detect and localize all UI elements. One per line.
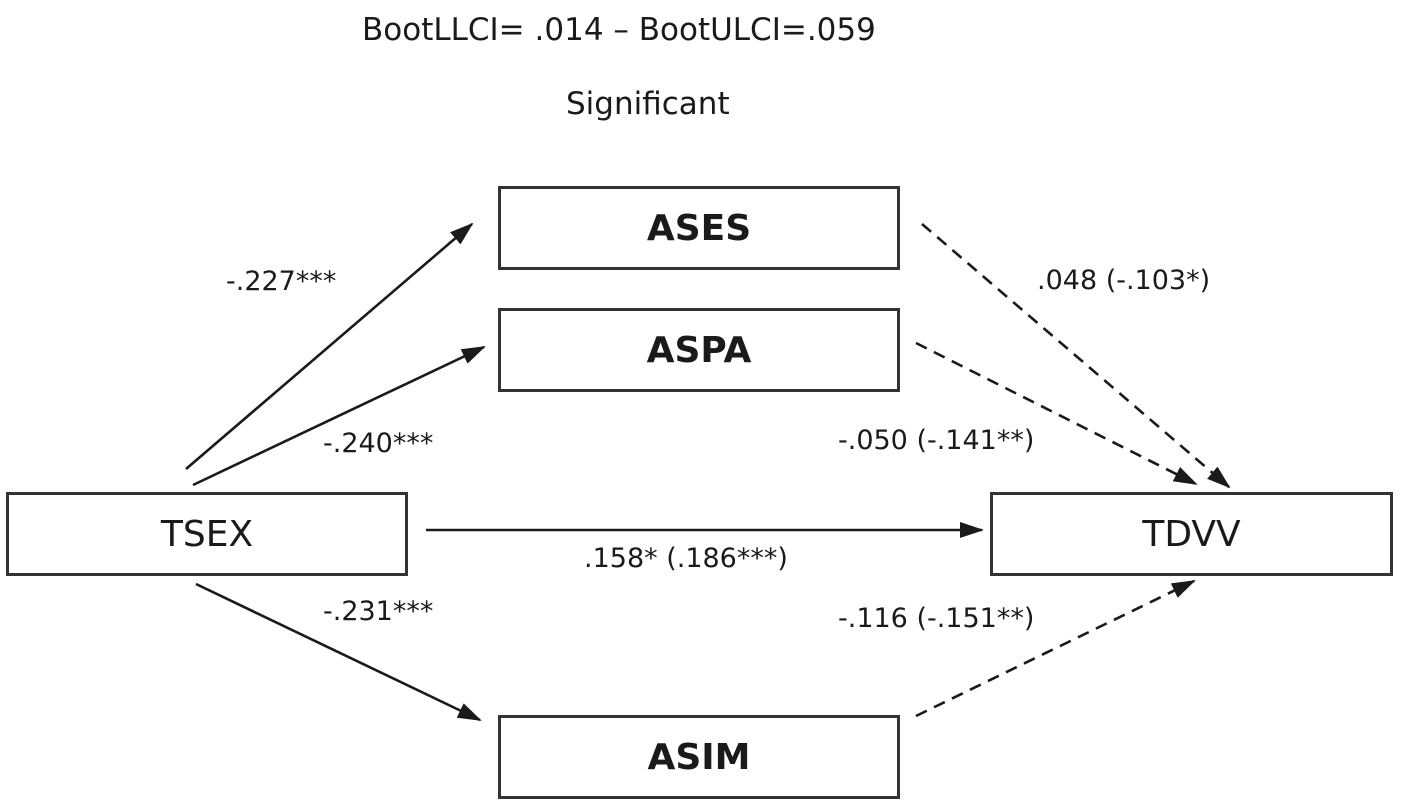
node-tdvv: TDVV <box>990 492 1393 576</box>
node-tsex-label: TSEX <box>160 513 254 555</box>
bootstrap-ci-label: BootLLCI= .014 – BootULCI=.059 <box>362 12 876 48</box>
node-ases-label: ASES <box>646 207 752 249</box>
node-asim: ASIM <box>498 715 900 799</box>
node-tdvv-label: TDVV <box>1142 513 1241 555</box>
coefficient-ases-tdvv: .048 (-.103*) <box>1037 265 1211 296</box>
node-ases: ASES <box>498 186 900 270</box>
node-asim-label: ASIM <box>647 736 751 778</box>
coefficient-tsex-aspa: -.240*** <box>323 428 434 459</box>
node-tsex: TSEX <box>6 492 408 576</box>
node-aspa-label: ASPA <box>646 329 752 371</box>
coefficient-tsex-tdvv: .158* (.186***) <box>584 543 788 574</box>
significance-label: Significant <box>566 86 730 122</box>
node-aspa: ASPA <box>498 308 900 392</box>
arrow-ases-tdvv <box>921 223 1231 489</box>
arrow-tsex-asim <box>195 582 482 722</box>
coefficient-asim-tdvv: -.116 (-.151**) <box>838 603 1035 634</box>
arrow-tsex-aspa <box>192 345 486 487</box>
arrow-tsex-ases <box>185 222 474 470</box>
coefficient-tsex-asim: -.231*** <box>323 596 434 627</box>
coefficient-tsex-ases: -.227*** <box>226 266 337 297</box>
coefficient-aspa-tdvv: -.050 (-.141**) <box>838 425 1035 456</box>
arrow-asim-tdvv <box>915 579 1196 718</box>
arrow-aspa-tdvv <box>915 341 1198 486</box>
